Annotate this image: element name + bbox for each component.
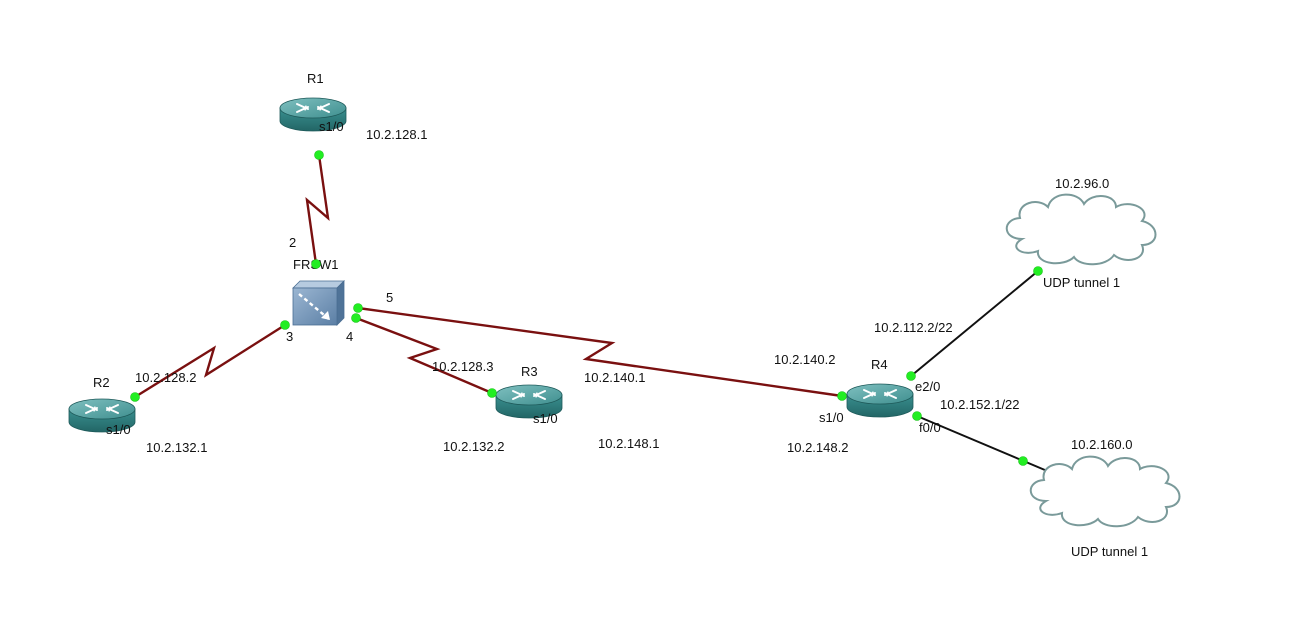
port-status-dot (311, 259, 321, 269)
port-label: 3 (286, 329, 293, 344)
port-status-dot (130, 392, 140, 402)
ip-label: 10.2.152.1/22 (940, 397, 1020, 412)
cloud-network-label: 10.2.96.0 (1055, 176, 1109, 191)
port-status-dot (1018, 456, 1028, 466)
link-r3-frsw1[interactable] (355, 316, 493, 395)
port-label: s1/0 (106, 422, 131, 437)
frame-relay-switch-icon (292, 280, 345, 326)
port-label: 4 (346, 329, 353, 344)
port-status-dot (353, 303, 363, 313)
port-label: s1/0 (319, 119, 344, 134)
port-status-dot (487, 388, 497, 398)
ip-label: 10.2.112.2/22 (874, 320, 953, 335)
link-ip-label: 10.2.148.1 (598, 436, 659, 451)
port-status-dot (1033, 266, 1043, 276)
port-status-dot (912, 411, 922, 421)
cloud-bottom[interactable]: 10.2.160.0 UDP tunnel 1 (1029, 437, 1181, 559)
r4-device[interactable]: R4 s1/0 e2/0 f0/0 10.2.140.2 10.2.148.2 … (774, 320, 1020, 455)
port-label: s1/0 (819, 410, 844, 425)
port-label: e2/0 (915, 379, 940, 394)
port-label: f0/0 (919, 420, 941, 435)
ip-label: 10.2.148.2 (787, 440, 848, 455)
cloud-icon (1029, 455, 1181, 528)
ip-label: 10.2.132.1 (146, 440, 207, 455)
ip-label: 10.2.128.3 (432, 359, 493, 374)
r1-device[interactable]: R1 s1/0 10.2.128.1 (279, 71, 427, 142)
ip-label: 10.2.140.2 (774, 352, 835, 367)
port-status-dot (280, 320, 290, 330)
port-status-dot (906, 371, 916, 381)
device-label: R3 (521, 364, 538, 379)
device-label: R2 (93, 375, 110, 390)
port-status-dot (351, 313, 361, 323)
link-r1-frsw1[interactable] (305, 154, 330, 265)
link-r4-cloud-bottom[interactable] (916, 415, 1053, 474)
port-label: 5 (386, 290, 393, 305)
cloud-network-label: 10.2.160.0 (1071, 437, 1132, 452)
ip-label: 10.2.132.2 (443, 439, 504, 454)
port-label: s1/0 (533, 411, 558, 426)
cloud-tunnel-label: UDP tunnel 1 (1043, 275, 1120, 290)
router-icon (846, 383, 914, 418)
r3-device[interactable]: R3 s1/0 10.2.128.3 10.2.132.2 (432, 359, 563, 454)
cloud-top[interactable]: 10.2.96.0 UDP tunnel 1 (1005, 176, 1157, 290)
frsw1-device[interactable]: FRSW1 2 3 4 5 (286, 235, 393, 344)
port-label: 2 (289, 235, 296, 250)
r2-device[interactable]: R2 s1/0 10.2.128.2 10.2.132.1 (68, 370, 207, 455)
device-label: R1 (307, 71, 324, 86)
ip-label: 10.2.128.1 (366, 127, 427, 142)
link-r4-cloud-top[interactable] (910, 270, 1039, 377)
ip-label: 10.2.128.2 (135, 370, 196, 385)
link-frsw1-r4[interactable] (357, 306, 843, 398)
link-r2-frsw1[interactable] (134, 323, 286, 399)
link-ip-label: 10.2.140.1 (584, 370, 645, 385)
device-label: R4 (871, 357, 888, 372)
cloud-tunnel-label: UDP tunnel 1 (1071, 544, 1148, 559)
port-status-dot (314, 150, 324, 160)
port-status-dot (837, 391, 847, 401)
cloud-icon (1005, 193, 1157, 266)
